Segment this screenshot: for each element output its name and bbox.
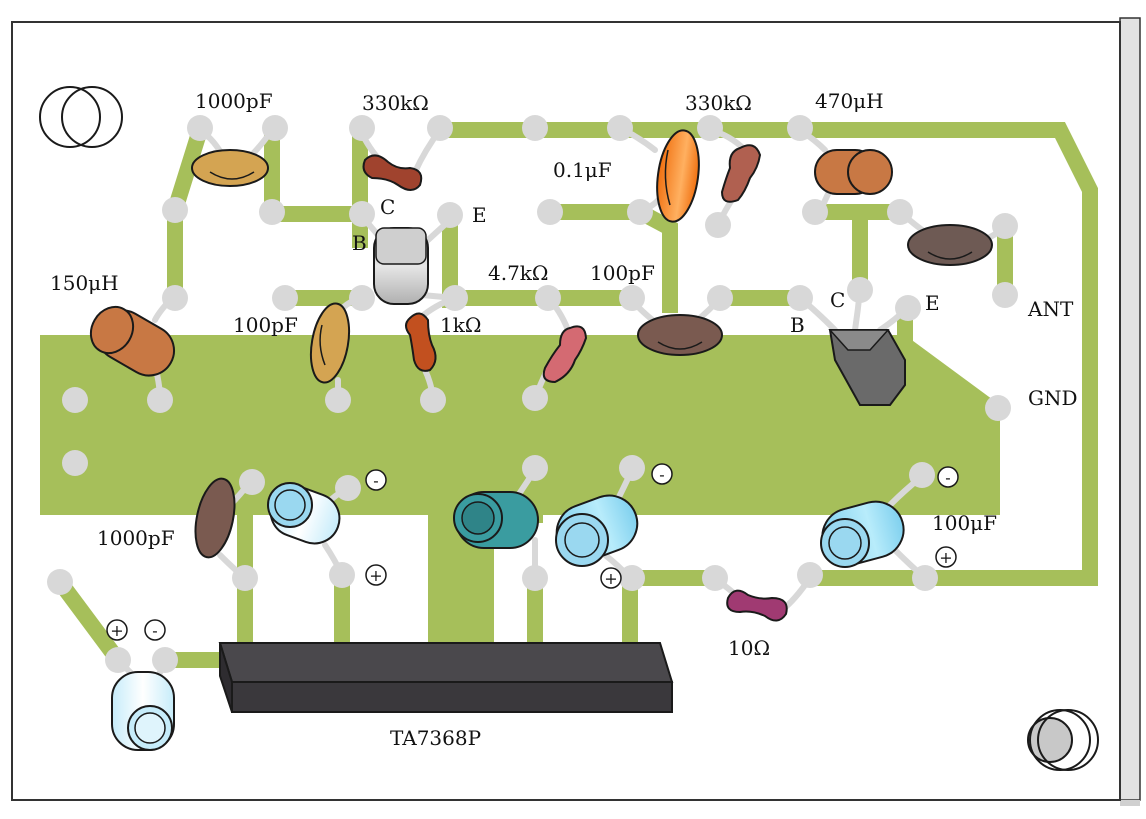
solder-pads: [47, 115, 1018, 673]
mounting-hole-top-left-icon: [39, 86, 123, 148]
capacitor-100pf-mid: [637, 314, 723, 356]
svg-text:-: -: [373, 471, 378, 490]
label-100pf-left: 100pF: [233, 313, 298, 337]
svg-text:-: -: [152, 621, 157, 640]
transistor-1: [373, 227, 429, 305]
electrolytic-capacitor-3: [555, 494, 639, 567]
plus-sign-icon: +: [935, 546, 957, 568]
resistor-1k: [405, 312, 437, 372]
svg-text:+: +: [939, 548, 952, 567]
electrolytic-capacitor-2: [453, 491, 539, 549]
label-0-1uf: 0.1μF: [553, 158, 612, 182]
label-150uh: 150μH: [50, 271, 119, 295]
label-ic: TA7368P: [390, 726, 481, 750]
svg-text:+: +: [369, 566, 382, 585]
label-100pf-mid: 100pF: [590, 261, 655, 285]
component-labels: 1000pF 330kΩ 330kΩ 470μH 0.1μF 150μH 4.7…: [50, 89, 1078, 750]
svg-text:-: -: [659, 465, 664, 484]
plus-sign-icon: +: [600, 567, 622, 589]
label-1000pf-bottom: 1000pF: [97, 526, 175, 550]
capacitor-antenna: [907, 224, 993, 266]
electrolytic-capacitor-4: [820, 500, 905, 568]
label-gnd: GND: [1028, 386, 1078, 410]
polarity-symbols: - - - - + + + +: [106, 463, 959, 641]
capacitor-1000pf-bottom: [194, 477, 236, 559]
transistor-2: [828, 329, 906, 406]
svg-text:+: +: [604, 569, 617, 588]
minus-sign-icon: -: [144, 619, 166, 641]
label-470uh: 470μH: [815, 89, 884, 113]
minus-sign-icon: -: [651, 463, 673, 485]
label-t1-e: E: [472, 203, 487, 227]
svg-text:+: +: [110, 621, 123, 640]
ic-ta7368p: [218, 642, 674, 713]
resistor-330k-left: [362, 154, 423, 191]
label-t1-c: C: [380, 195, 395, 219]
capacitor-1000pf-top: [191, 149, 269, 187]
electrolytic-capacitor-1: [267, 482, 341, 545]
label-1k: 1kΩ: [440, 313, 481, 337]
svg-text:-: -: [945, 468, 950, 487]
capacitor-100pf-left: [309, 302, 351, 384]
resistor-10-ohm: [726, 589, 788, 622]
label-t2-b: B: [790, 313, 805, 337]
minus-sign-icon: -: [937, 466, 959, 488]
inductor-150uh: [89, 305, 175, 377]
capacitor-0-1uf: [656, 129, 700, 223]
label-330k-left: 330kΩ: [362, 91, 429, 115]
minus-sign-icon: -: [365, 469, 387, 491]
label-100uf: 100μF: [932, 511, 997, 535]
label-t2-c: C: [830, 288, 845, 312]
plus-sign-icon: +: [106, 619, 128, 641]
ground-plane: [40, 335, 1000, 645]
resistor-330k-right: [720, 144, 762, 203]
label-4-7k: 4.7kΩ: [488, 261, 549, 285]
label-10-ohm: 10Ω: [728, 636, 770, 660]
label-t2-e: E: [925, 291, 940, 315]
label-t1-b: B: [352, 231, 367, 255]
electrolytic-capacitor-5: [111, 671, 175, 751]
inductor-470uh: [814, 149, 893, 195]
plus-sign-icon: +: [365, 564, 387, 586]
resistor-4-7k: [542, 325, 588, 384]
label-330k-right: 330kΩ: [685, 91, 752, 115]
label-1000pf-top: 1000pF: [195, 89, 273, 113]
label-ant: ANT: [1027, 297, 1074, 321]
mounting-hole-bottom-right-icon: [1027, 709, 1099, 771]
